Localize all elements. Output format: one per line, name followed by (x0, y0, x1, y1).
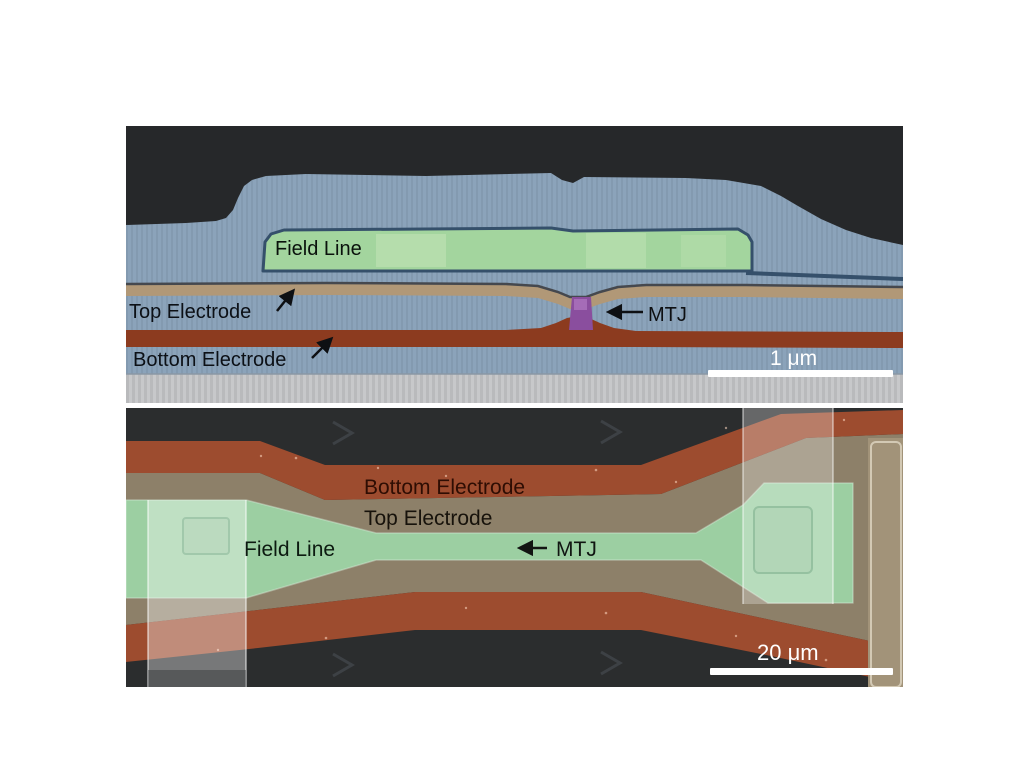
bottom-electrode-rail-top (126, 410, 903, 500)
substrate-texture (126, 374, 903, 403)
bottom-electrode-rail-bottom (126, 592, 903, 684)
interface-line (745, 271, 903, 281)
bottom-electrode-label: Bottom Electrode (133, 349, 286, 371)
insulator-texture (126, 173, 903, 374)
speckles (216, 418, 846, 662)
field-line-region (126, 482, 854, 604)
field-line-sheen (586, 233, 646, 268)
top-electrode-arrow (276, 288, 296, 312)
contact-window-outline (753, 506, 813, 574)
field-line-label: Field Line (275, 238, 362, 260)
vertical-wire (868, 438, 903, 687)
mtj-pillar-highlight (574, 299, 587, 310)
top-electrode-layer (126, 283, 903, 309)
top-electrode-label: Top Electrode (129, 301, 251, 323)
probe-overlay-right (742, 408, 834, 604)
scale-text: 20 μm (757, 640, 819, 665)
scale-bar (710, 668, 893, 675)
scale-text: 1 μm (770, 347, 817, 370)
field-line-sheen (681, 235, 726, 267)
top-electrode-label: Top Electrode (364, 507, 492, 530)
plan-view-micrograph: Bottom Electrode Top Electrode Field Lin… (126, 408, 903, 687)
bottom-electrode-arrow (311, 336, 334, 359)
alignment-mark (332, 652, 355, 678)
mtj-label: MTJ (648, 304, 687, 326)
alignment-mark (600, 650, 623, 676)
mtj-label: MTJ (556, 538, 597, 561)
field-line-label: Field Line (244, 538, 335, 561)
bottom-electrode-label: Bottom Electrode (364, 476, 525, 499)
field-line-region (261, 226, 754, 273)
alignment-mark (332, 420, 355, 446)
probe-overlay-left (147, 500, 247, 687)
field-line-sheen (376, 234, 446, 267)
cross-section-micrograph: Field Line Top Electrode Bottom Electrod… (126, 126, 903, 403)
alignment-mark (600, 419, 623, 445)
contact-window-outline (182, 517, 230, 555)
scale-bar (708, 370, 893, 377)
